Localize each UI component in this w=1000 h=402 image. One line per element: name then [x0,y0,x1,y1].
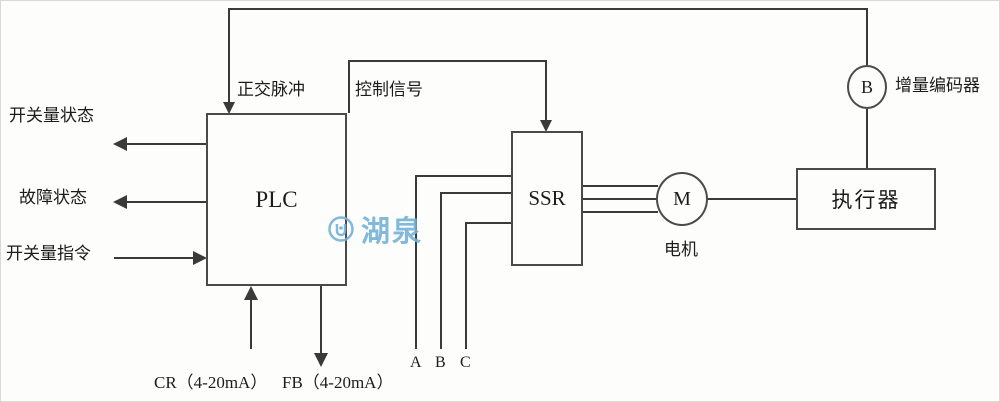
actuator-block: 执行器 [796,168,936,230]
arrow-switch-status-left [113,137,127,151]
arrow-switch-command-right [193,251,207,265]
phase-a-line [415,175,511,349]
plc-label: PLC [255,186,298,212]
control-signal-line [348,60,547,129]
arrow-fb-down [314,353,328,367]
phase-c-line [465,222,511,349]
phase-a-label: A [410,354,422,371]
encoder-letter: B [860,76,873,97]
switch-status-label: 开关量状态 [9,106,94,125]
ssr-block: SSR [511,131,583,266]
arrow-fault-status-left [113,195,127,209]
motor-letter: M [673,187,691,210]
encoder-feedback-line [228,8,868,111]
phase-b-label: B [435,354,446,371]
phase-b-line [440,192,511,349]
switch-command-label: 开关量指令 [6,244,91,263]
arrow-cr-up [244,286,258,300]
encoder-circle: B [847,65,887,109]
fb-output-label: FB（4-20mA） [282,373,394,392]
incremental-encoder-label: 增量编码器 [895,76,980,95]
cr-input-label: CR（4-20mA） [154,373,268,392]
quadrature-pulse-label: 正交脉冲 [237,80,305,99]
actuator-label: 执行器 [831,188,901,212]
arrow-control-into-ssr [540,120,552,132]
motor-circle: M [656,172,708,226]
ssr-label: SSR [528,186,566,210]
plc-block: PLC [206,113,347,286]
control-signal-label: 控制信号 [355,80,423,99]
motor-text-label: 电机 [664,240,698,259]
phase-c-label: C [460,354,471,371]
arrow-quadrature-into-plc [223,102,235,114]
fault-status-label: 故障状态 [19,188,87,207]
